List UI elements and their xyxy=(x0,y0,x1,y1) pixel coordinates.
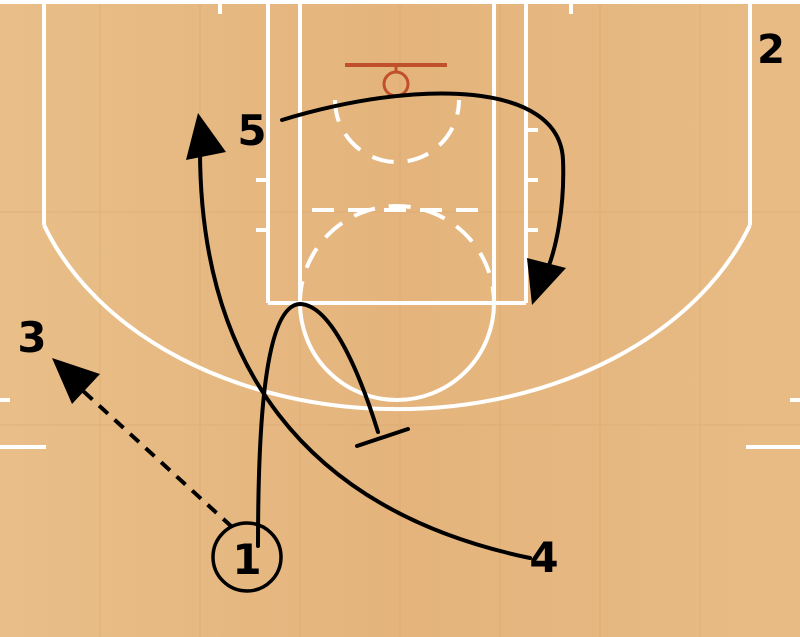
free-throw-circle-bottom xyxy=(298,302,496,402)
players: 1 2 3 4 5 xyxy=(17,27,785,593)
play-actions xyxy=(52,91,566,560)
three-point-arc xyxy=(42,224,752,412)
player-1: 1 xyxy=(211,521,283,593)
player-1-label: 1 xyxy=(232,535,261,584)
lane-block-marks xyxy=(256,128,538,232)
player-3-label: 3 xyxy=(17,313,46,362)
player-2-label: 2 xyxy=(757,27,785,73)
court-lines xyxy=(0,0,800,449)
pass-arrowhead xyxy=(52,358,100,404)
ball-handler-ring xyxy=(211,521,283,593)
free-throw-circle-top xyxy=(298,204,496,304)
pass-1-to-3 xyxy=(80,388,234,529)
player-5-label: 5 xyxy=(237,106,266,155)
cut-4-arrowhead xyxy=(186,113,226,160)
cut-5-over-lane xyxy=(280,91,566,270)
screen-marker xyxy=(355,427,410,448)
cut-5-arrowhead xyxy=(527,258,566,305)
cut-4-to-lane xyxy=(198,148,532,560)
cut-1-around-screen xyxy=(256,301,380,548)
player-4-label: 4 xyxy=(529,533,558,582)
